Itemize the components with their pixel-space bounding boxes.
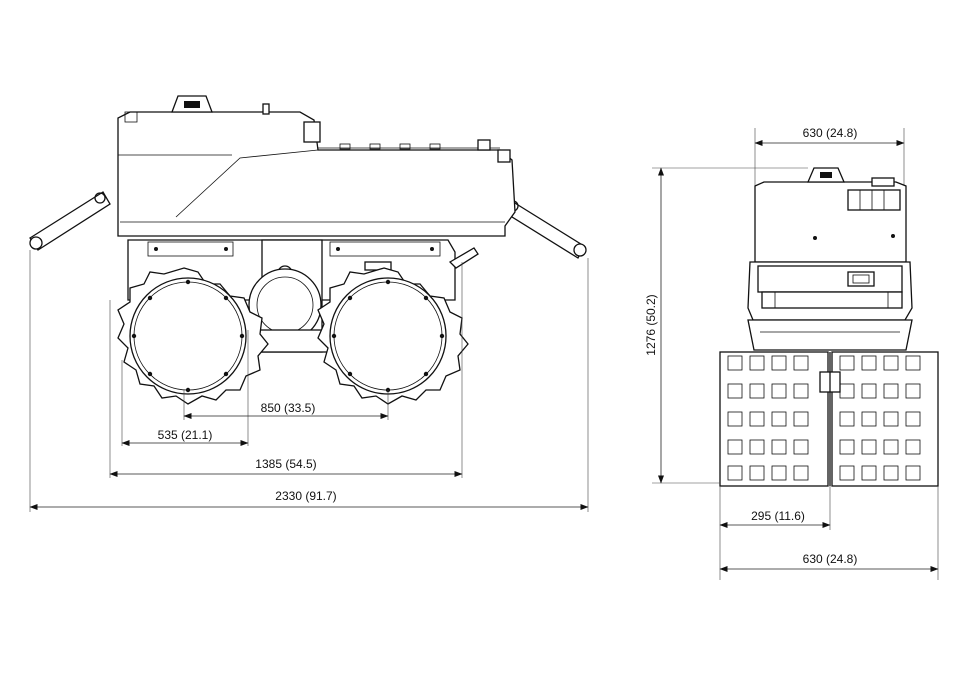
drum-cleat	[861, 411, 877, 427]
drum-cleat	[883, 383, 899, 399]
drum-cleat	[727, 439, 743, 455]
drum-cleat	[793, 411, 809, 427]
drum-cleat	[839, 439, 855, 455]
drum-cleat	[839, 411, 855, 427]
wheelbase-label: 850 (33.5)	[261, 401, 316, 415]
drum-cleat	[861, 383, 877, 399]
engine-hood	[117, 95, 516, 237]
axle-to-front-label: 535 (21.1)	[158, 428, 213, 442]
drum-cleat	[727, 355, 743, 371]
drum-cleat	[905, 383, 921, 399]
drum-cleat	[793, 465, 809, 481]
half-drum-width-label: 295 (11.6)	[751, 509, 805, 523]
drum-cleat	[793, 439, 809, 455]
drum-cleat	[883, 465, 899, 481]
drum-cleat	[793, 383, 809, 399]
front-lower-body	[747, 261, 913, 351]
drum-cleat	[749, 355, 765, 371]
drum-cleat	[727, 465, 743, 481]
drum-cleat	[727, 383, 743, 399]
drum-cleat	[905, 439, 921, 455]
drum-cleat	[839, 465, 855, 481]
drum-cleat	[771, 411, 787, 427]
front-engine-box	[754, 167, 907, 263]
drum-cleat	[771, 465, 787, 481]
top-width-label: 630 (24.8)	[803, 126, 858, 140]
drum-cleat	[905, 411, 921, 427]
drum-cleat	[749, 383, 765, 399]
drum-cleat	[771, 439, 787, 455]
drum-cleats	[727, 355, 921, 481]
drum-cleat	[883, 439, 899, 455]
drum-cleat	[771, 355, 787, 371]
drum-cleat	[905, 355, 921, 371]
drum-cleat	[861, 465, 877, 481]
drum-width-label: 630 (24.8)	[803, 552, 858, 566]
drum-cleat	[839, 383, 855, 399]
drum-cleat	[727, 411, 743, 427]
side-view: 850 (33.5) 535 (21.1) 1385 (54.5) 2330 (…	[29, 95, 589, 512]
overall-length-label: 2330 (91.7)	[275, 489, 336, 503]
drum-cleat	[839, 355, 855, 371]
drum-cleat	[883, 411, 899, 427]
drum-cleat	[883, 355, 899, 371]
rear-drum	[317, 267, 469, 405]
drum-cleat	[749, 439, 765, 455]
drum-cleat	[905, 465, 921, 481]
drum-cleat	[861, 355, 877, 371]
drum-width-dimensions: 295 (11.6) 630 (24.8)	[719, 486, 939, 580]
left-handle	[29, 191, 111, 251]
right-handle	[503, 199, 587, 259]
center-joint	[247, 239, 337, 353]
drum-cleat	[749, 465, 765, 481]
machine-length-label: 1385 (54.5)	[255, 457, 316, 471]
front-view: 630 (24.8)	[644, 126, 939, 580]
drum-cleat	[861, 439, 877, 455]
height-label: 1276 (50.2)	[644, 294, 658, 355]
drum-cleat	[749, 411, 765, 427]
front-drum	[117, 267, 269, 405]
height-dimension: 1276 (50.2)	[644, 167, 808, 484]
drum-cleat	[793, 355, 809, 371]
drum-cleat	[771, 383, 787, 399]
side-dimensions: 850 (33.5) 535 (21.1) 1385 (54.5) 2330 (…	[29, 250, 589, 512]
top-width-dimension: 630 (24.8)	[754, 126, 905, 186]
